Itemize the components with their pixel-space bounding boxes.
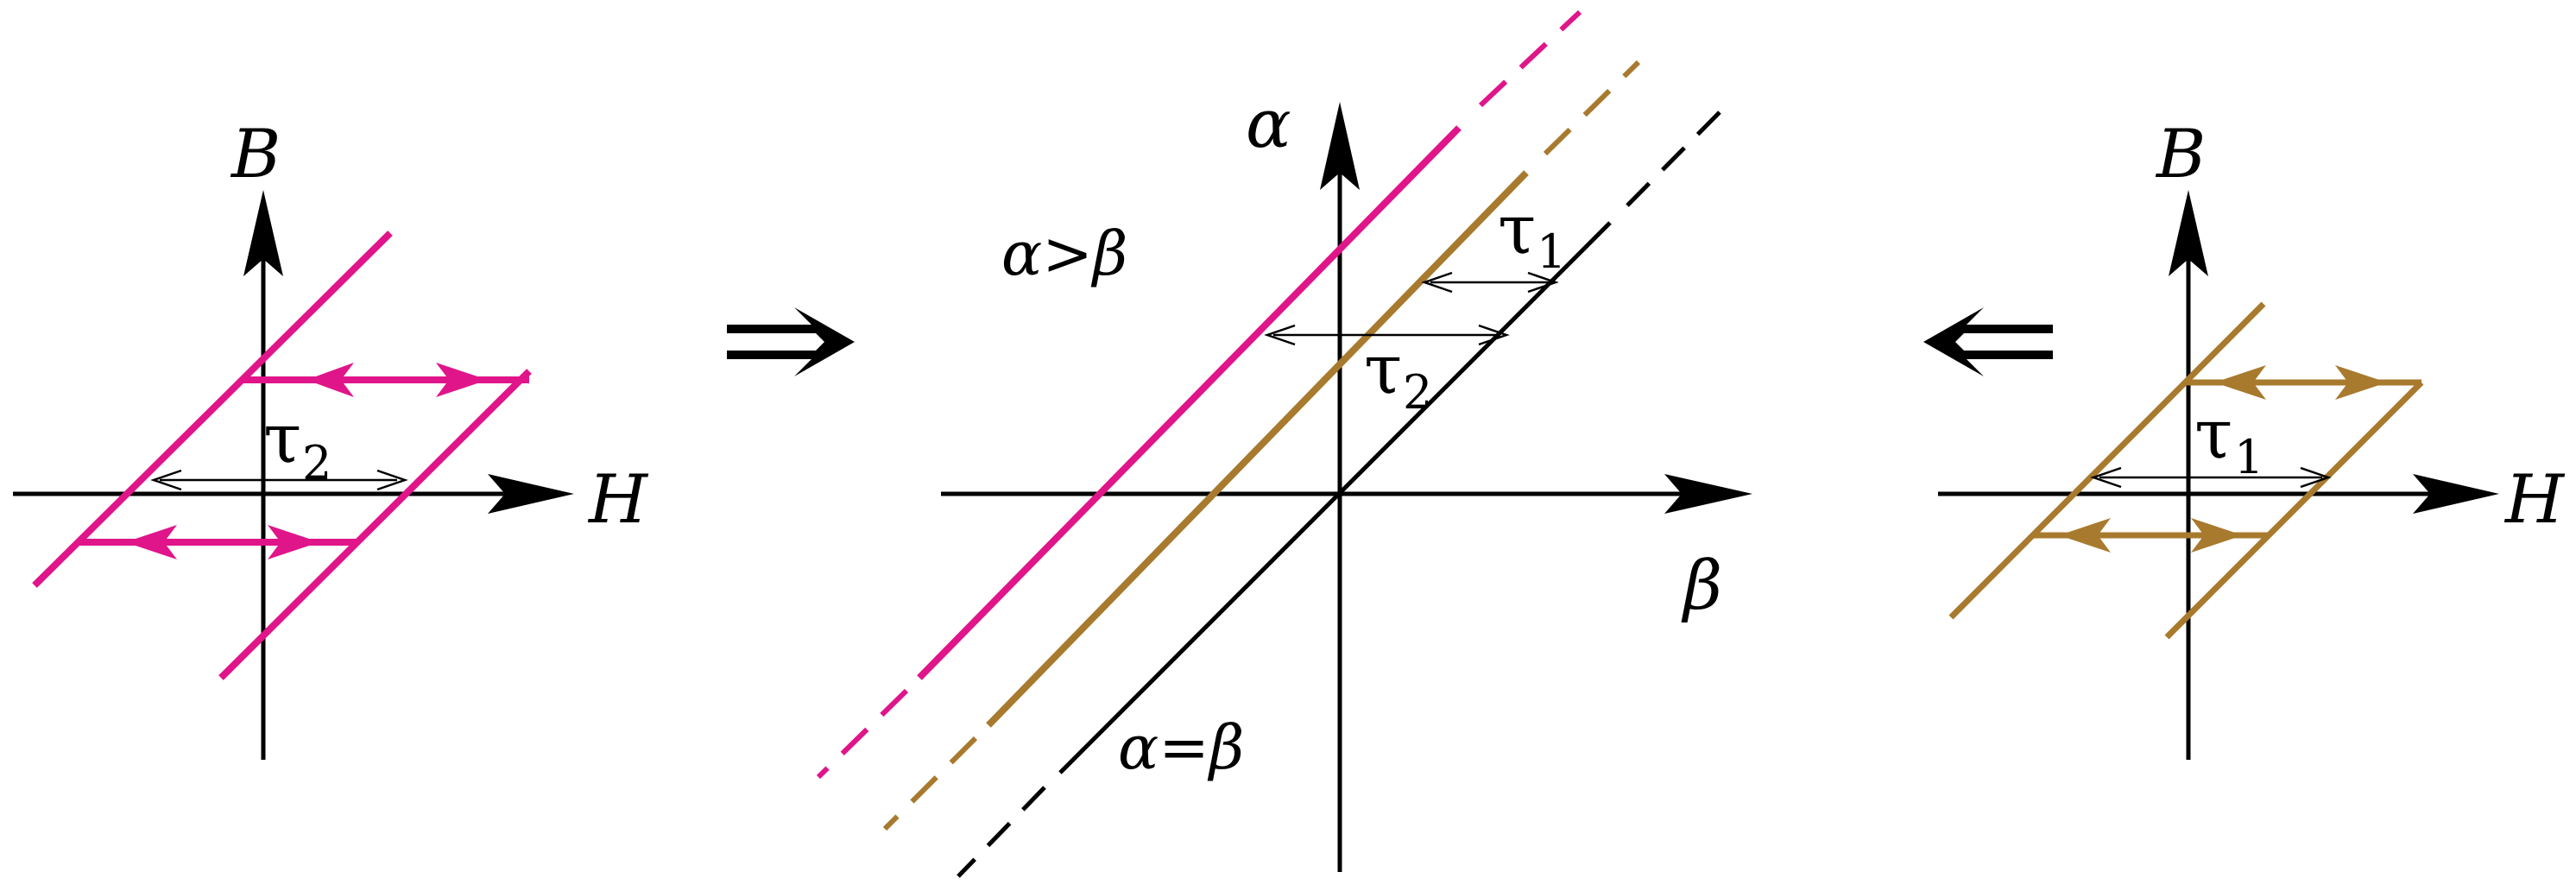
middle-diagonal-label: α=β <box>1118 712 1244 783</box>
middle-region-label: α>β <box>1001 218 1127 289</box>
middle-magenta-line-dashed-bottom <box>816 688 909 780</box>
middle-diagonal-dashed-bottom <box>957 786 1046 878</box>
middle-gold-line-dashed-bottom <box>882 736 978 831</box>
middle-diagonal-dashed-top <box>1626 111 1721 207</box>
left-top-left-arrowhead <box>306 363 354 397</box>
left-double-arrow-icon <box>1923 307 2053 376</box>
right-tau-subscript: 1 <box>2234 430 2263 484</box>
right-h-axis-arrowhead <box>2413 474 2499 514</box>
middle-tau1-symbol: τ <box>1498 189 1536 269</box>
right-top-left-arrowhead <box>2214 365 2266 400</box>
middle-tau2-symbol: τ <box>1364 329 1402 409</box>
middle-magenta-line-dashed-top <box>1478 9 1582 108</box>
right-top-right-arrowhead <box>2335 365 2387 400</box>
left-tau-symbol: τ <box>263 398 301 478</box>
middle-beta-label: β <box>1681 547 1722 625</box>
right-bottom-right-arrowhead <box>2191 518 2243 553</box>
left-b-label: B <box>230 116 281 193</box>
middle-alpha-axis-arrowhead <box>1320 102 1360 190</box>
left-bottom-right-arrowhead <box>268 525 319 559</box>
middle-tau1-subscript: 1 <box>1537 224 1566 279</box>
right-b-axis-arrowhead <box>2169 190 2208 276</box>
middle-gold-line-dashed-top <box>1543 60 1641 156</box>
middle-magenta-line <box>917 125 1462 680</box>
left-bottom-left-arrowhead <box>125 525 177 559</box>
right-double-arrow-icon <box>727 307 855 376</box>
left-magenta-arrowheads <box>125 363 488 559</box>
left-top-right-arrowhead <box>436 363 488 397</box>
right-panel: B H τ 1 <box>1938 116 2566 760</box>
middle-gold-line <box>986 170 1529 728</box>
right-b-label: B <box>2155 116 2206 193</box>
middle-diagonal-line <box>1058 221 1612 774</box>
right-gold-arrowheads <box>2059 365 2387 553</box>
right-tau-symbol: τ <box>2194 394 2232 474</box>
middle-beta-axis-arrowhead <box>1664 474 1752 514</box>
middle-tau2-subscript: 2 <box>1403 365 1432 420</box>
left-h-axis-arrowhead <box>488 474 574 514</box>
middle-alpha-label: α <box>1246 85 1291 163</box>
left-panel: B H τ 2 <box>13 116 649 760</box>
right-bottom-left-arrowhead <box>2059 518 2111 553</box>
middle-panel: α β τ 1 τ 2 α>β α=β <box>816 9 1752 878</box>
right-h-label: H <box>2503 461 2566 539</box>
left-tau-subscript: 2 <box>302 436 331 490</box>
left-h-label: H <box>587 461 649 539</box>
left-b-axis-arrowhead <box>243 190 283 276</box>
